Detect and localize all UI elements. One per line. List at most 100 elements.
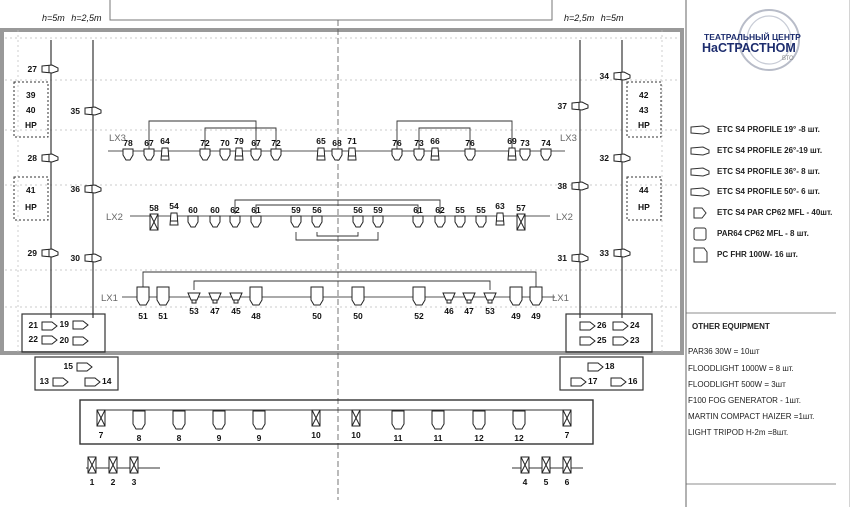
fixture-side-icon	[72, 336, 89, 346]
fixture-number: 29	[27, 248, 37, 258]
profile-icon	[690, 125, 710, 135]
legend-item-par-cp62: ETC S4 PAR CP62 MFL - 40шт.	[717, 208, 833, 217]
fixture-p36-icon	[540, 148, 552, 161]
fixture-number: 73	[520, 138, 530, 148]
fixture-pc-icon	[172, 410, 186, 430]
fixture-p19-icon	[41, 248, 59, 258]
fixture-p36-icon	[229, 215, 241, 228]
fixture-number: 68	[332, 138, 342, 148]
fixture-number: 51	[138, 311, 148, 321]
fixture-p36-icon	[290, 215, 302, 228]
fixture-number: 38	[557, 181, 567, 191]
fixture-number: 49	[531, 311, 541, 321]
fixture-number: 37	[557, 101, 567, 111]
fixture-p36-icon	[372, 215, 384, 228]
fixture-par-icon	[520, 456, 530, 474]
fixture-p19-icon	[571, 181, 589, 191]
fixture-number: 20	[59, 335, 69, 345]
fixture-side-icon	[587, 362, 604, 372]
fixture-p36-icon	[475, 215, 487, 228]
logo-line1: ТЕАТРАЛЬНЫЙ ЦЕНТР	[704, 32, 801, 42]
fixture-number: 50	[353, 311, 363, 321]
par64-icon	[693, 227, 707, 241]
fixture-p36-icon	[250, 215, 262, 228]
fixture-number: 10	[311, 430, 321, 440]
fixture-p19-icon	[613, 71, 631, 81]
fixture-p36-icon	[454, 215, 466, 228]
fixture-pc-icon	[512, 410, 526, 430]
fixture-number: 19	[59, 319, 69, 329]
fixture-number: 22	[28, 334, 38, 344]
fixture-p36-icon	[199, 148, 211, 161]
fixture-number: 25	[597, 335, 607, 345]
fixture-number: 56	[312, 205, 322, 215]
lx2-label-left: LX2	[106, 212, 123, 223]
fixture-pc-icon	[212, 410, 226, 430]
fixture-p19-icon	[571, 101, 589, 111]
fixture-pc-icon	[132, 410, 146, 430]
other-item: MARTIN COMPACT HAIZER =1шт.	[688, 412, 815, 421]
fixture-number: 78	[123, 138, 133, 148]
fixture-number: 7	[98, 430, 104, 440]
fixture-pc-icon	[431, 410, 445, 430]
fixture-number: 1	[89, 477, 95, 487]
fixture-p36-icon	[519, 148, 531, 161]
fixture-par-icon	[562, 456, 572, 474]
fixture-p36-icon	[122, 148, 134, 161]
fixture-p36-icon	[209, 215, 221, 228]
lx1-label-right: LX1	[552, 293, 569, 304]
fixture-p36-icon	[391, 148, 403, 161]
fixture-number: 16	[628, 376, 638, 386]
fixture-par-icon	[96, 409, 106, 427]
fixture-number: 59	[373, 205, 383, 215]
fixture-p26-icon	[495, 212, 505, 226]
fixture-number: 70	[220, 138, 230, 148]
fixture-number: 23	[630, 335, 640, 345]
fixture-pc-icon	[391, 410, 405, 430]
fixture-number: 53	[189, 306, 199, 316]
fixture-side-icon	[52, 377, 69, 387]
other-item: LIGHT TRIPOD H-2m =8шт.	[688, 428, 789, 437]
fixture-number: 18	[605, 361, 615, 371]
fixture-p50-icon	[483, 292, 497, 304]
fixture-par-icon	[129, 456, 139, 474]
other-item: FLOODLIGHT 500W = 3шт	[688, 380, 786, 389]
logo-line2: НаСТРАСТНОМ	[702, 41, 796, 55]
fixture-number: 47	[210, 306, 220, 316]
fixture-pc-icon	[252, 410, 266, 430]
fixture-number: 69	[507, 136, 517, 146]
fixture-p26-icon	[234, 147, 244, 161]
fixture-number: 65	[316, 136, 326, 146]
fixture-number: 64	[160, 136, 170, 146]
fixture-p26-icon	[507, 147, 517, 161]
fixture-pc-icon	[249, 286, 263, 306]
fixture-side-icon	[41, 335, 58, 345]
fixture-number: 24	[630, 320, 640, 330]
fixture-pc-icon	[472, 410, 486, 430]
fixture-number: 61	[251, 205, 261, 215]
fixture-number: 12	[474, 433, 484, 443]
fixture-number: 59	[291, 205, 301, 215]
fixture-number: 11	[433, 433, 443, 443]
fixture-p36-icon	[143, 148, 155, 161]
fixture-p50-icon	[229, 292, 243, 304]
fixture-p26-icon	[160, 147, 170, 161]
fixture-number: 79	[234, 136, 244, 146]
fixture-p19-icon	[84, 253, 102, 263]
fixture-p26-icon	[347, 147, 357, 161]
fixture-par-icon	[351, 409, 361, 427]
fixture-number: 26	[597, 320, 607, 330]
fixture-number: 47	[464, 306, 474, 316]
fixture-number: 9	[256, 433, 262, 443]
fixture-number: 2	[110, 477, 116, 487]
fixture-number: 35	[70, 106, 80, 116]
fixture-side-icon	[579, 321, 596, 331]
other-item: FLOODLIGHT 1000W = 8 шт.	[688, 364, 794, 373]
fixture-number: 3	[131, 477, 137, 487]
fixture-pc-icon	[136, 286, 150, 306]
fixture-number: 73	[414, 138, 424, 148]
fixture-number: 30	[70, 253, 80, 263]
fixture-p50-icon	[187, 292, 201, 304]
fixture-par-icon	[516, 213, 526, 231]
